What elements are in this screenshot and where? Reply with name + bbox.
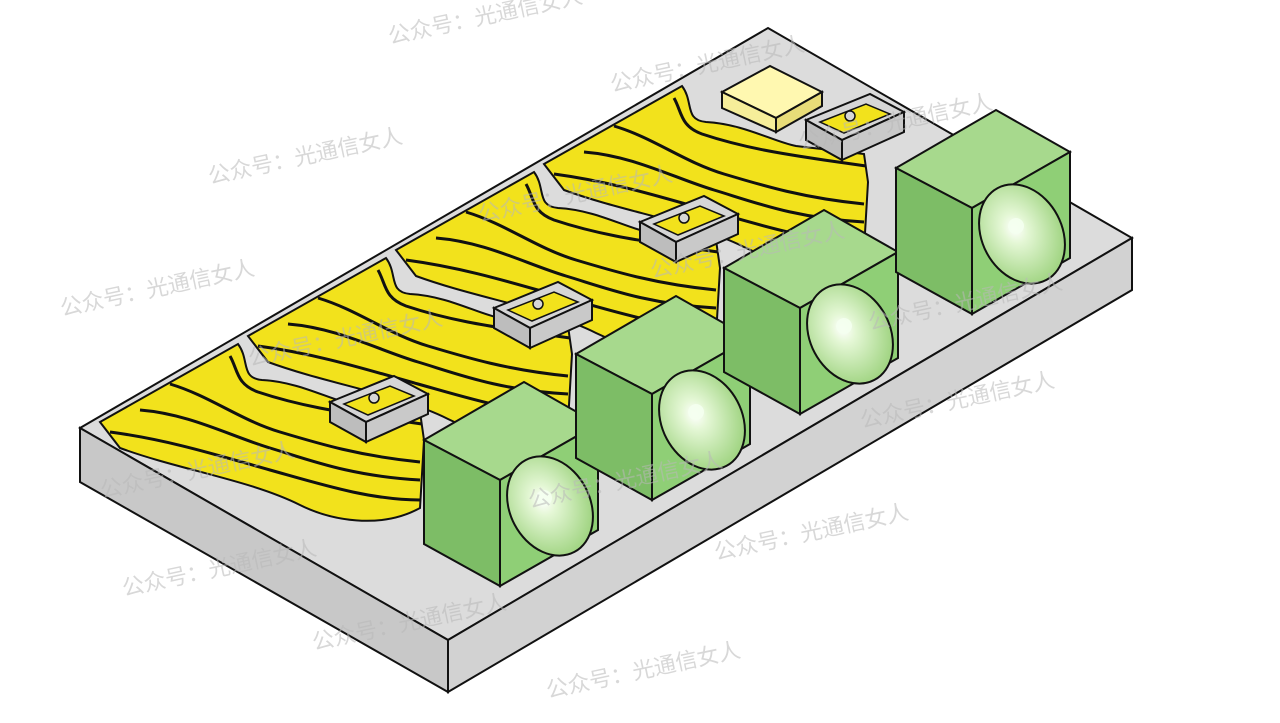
watermark-3: 公众号：光通信女人 xyxy=(206,124,405,190)
lens-block-layer xyxy=(421,108,1073,588)
lens-highlight xyxy=(836,318,852,334)
chip-contact xyxy=(532,298,544,310)
chip-contact xyxy=(678,212,690,224)
trace-line-4 xyxy=(139,408,421,482)
trace-line-2 xyxy=(317,296,569,378)
lens-block-4 xyxy=(893,108,1073,316)
trace-group-1 xyxy=(98,342,426,522)
spacer-side xyxy=(775,90,823,134)
trace-line-2 xyxy=(169,382,421,464)
watermark-1: 公众号：光通信女人 xyxy=(386,0,585,50)
chip-side xyxy=(529,298,593,350)
lens-block-2 xyxy=(573,294,753,502)
trace-line-4 xyxy=(583,150,865,224)
lens-highlight xyxy=(688,404,704,420)
lens-block-3 xyxy=(721,208,901,416)
lens-dome xyxy=(806,283,894,385)
laser-chip-3 xyxy=(637,194,741,264)
lens-dome xyxy=(506,455,594,557)
trace-line-2 xyxy=(613,124,865,206)
spacer-block xyxy=(719,64,825,134)
laser-chip-2 xyxy=(491,280,595,350)
trace-line-2 xyxy=(465,210,717,292)
watermark-6: 公众号：光通信女人 xyxy=(58,256,257,322)
laser-chip-1 xyxy=(327,374,431,444)
chip-side xyxy=(675,212,739,264)
lens-dome xyxy=(978,183,1066,285)
chip-contact xyxy=(368,392,380,404)
trace-line-1 xyxy=(109,430,421,502)
lens-block-1 xyxy=(421,380,601,588)
laser-chip-4 xyxy=(803,92,907,162)
lens-highlight xyxy=(1008,218,1024,234)
laser-chip-layer xyxy=(327,92,907,444)
chip-side xyxy=(365,392,429,444)
lens-highlight xyxy=(536,490,552,506)
trace-line-3 xyxy=(672,97,867,168)
lens-dome xyxy=(658,369,746,471)
chip-contact xyxy=(844,110,856,122)
substrate-right-face xyxy=(447,236,1133,694)
watermark-16: 公众号：光通信女人 xyxy=(544,638,743,704)
trace-line-4 xyxy=(435,236,717,310)
chip-side xyxy=(841,110,905,162)
